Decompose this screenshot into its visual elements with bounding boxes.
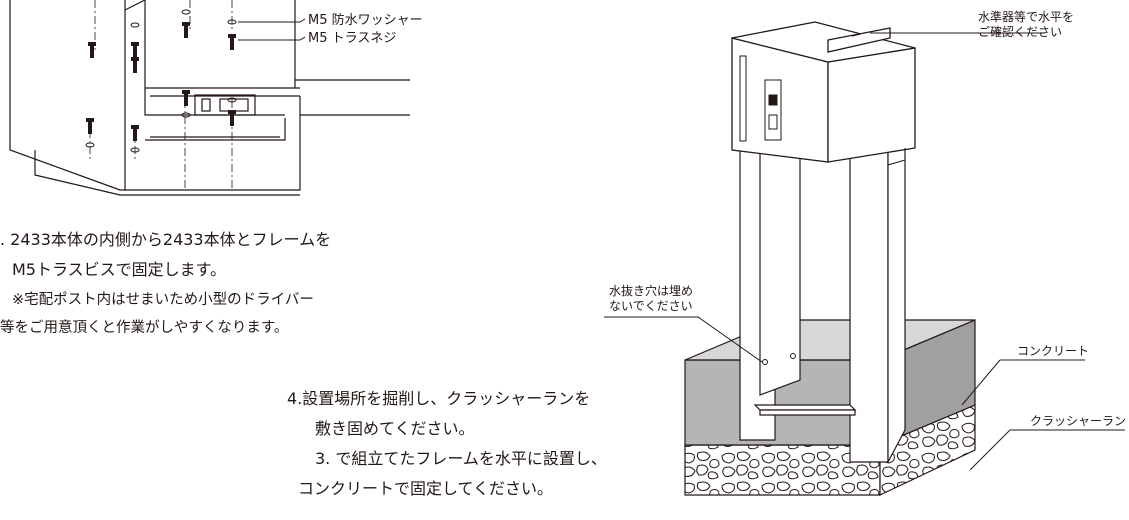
step4-line-3: 3. で組立てたフレームを水平に設置し、 (315, 449, 607, 468)
step3-line-1: . 2433本体の内側から2433本体とフレームを (0, 230, 332, 249)
concrete-label: コンクリート (1017, 344, 1090, 358)
step3-line-2: M5トラスビスで固定します。 (12, 260, 227, 279)
drain-label-line-1: 水抜き穴は埋め (609, 284, 694, 298)
crusher-run-layer (684, 404, 976, 496)
step4-line-1: 4.設置場所を掘削し、クラッシャーランを (287, 389, 591, 408)
level-label-line-2: ご確認ください (978, 25, 1063, 39)
screw-label: M5 トラスネジ (308, 31, 397, 46)
drain-label-line-2: ないでください (609, 299, 693, 313)
step4-line-2: 敷き固めてください。 (315, 419, 475, 438)
level-label-line-1: 水準器等で水平を (978, 10, 1075, 24)
washer-label: M5 防水ワッシャー (308, 13, 423, 28)
step3-note-line-2: 等をご用意頂くと作業がしやすくなります。 (0, 320, 289, 336)
step3-note-line-1: ※宅配ポスト内はせまいため小型のドライバー (12, 292, 314, 308)
assembly-diagram-left (9, 0, 410, 196)
step4-line-4: コンクリートで固定してください。 (298, 479, 554, 498)
crusher-run-label: クラッシャーラン (1030, 414, 1127, 428)
